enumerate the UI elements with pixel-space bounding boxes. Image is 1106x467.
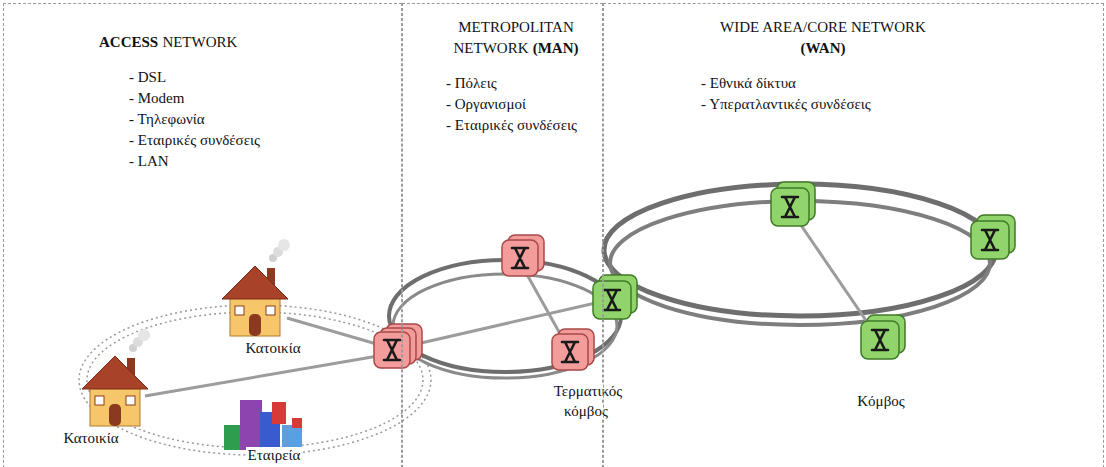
- man-ring: [393, 274, 617, 378]
- bullet-item: - Modem: [129, 88, 184, 108]
- element-caption: Κατοικία: [61, 430, 120, 446]
- element-label: Κατοικία: [223, 338, 323, 358]
- network-element: Εταιρεία: [224, 406, 324, 465]
- band-heading: WIDE AREA/CORE NETWORK (WAN): [688, 17, 958, 58]
- bullet-item: - DSL: [129, 67, 166, 87]
- man-ring: [389, 260, 621, 372]
- network-element: Κατοικία: [223, 256, 323, 358]
- bullet-item: - Εταιρικές συνδέσεις: [129, 130, 260, 150]
- band-heading: METROPOLITAN NETWORK(MAN): [436, 17, 596, 59]
- network-element: Κόμβος: [841, 363, 921, 411]
- bullet-item: - Τηλεφωνία: [129, 109, 205, 129]
- bullet-item: - Πόλεις: [446, 73, 497, 93]
- network-band: ACCESSNETWORK - DSL- Modem- Τηλεφωνία- Ετ…: [3, 3, 402, 467]
- link-lines: [145, 212, 878, 396]
- heading-text: (WAN): [688, 38, 958, 58]
- element-label: Κατοικία: [41, 428, 141, 448]
- house-icon: [222, 239, 290, 336]
- bullet-item: - Εταιρικές συνδέσεις: [446, 115, 577, 135]
- bullet-item: - Εθνικά δίκτυα: [701, 73, 796, 93]
- element-label: Εταιρεία: [224, 445, 324, 465]
- band-heading: ACCESSNETWORK: [99, 32, 339, 53]
- element-label: Κόμβος: [841, 391, 921, 411]
- heading-text: ACCESS: [99, 34, 158, 50]
- element-label: Τερματικός κόμβος: [541, 381, 633, 422]
- network-element: Τερματικός κόμβος: [541, 371, 633, 421]
- element-caption: Κατοικία: [243, 340, 302, 356]
- heading-text: (MAN): [533, 40, 579, 56]
- element-caption: Εταιρεία: [246, 447, 303, 463]
- bullet-item: - Οργανισμοί: [446, 94, 526, 114]
- wan-ring: [604, 184, 996, 316]
- switch-icon: [374, 182, 1015, 370]
- network-band: WIDE AREA/CORE NETWORK (WAN) - Εθνικά δίκτ…: [603, 3, 1104, 467]
- heading-text: WIDE AREA/CORE NETWORK: [720, 19, 926, 35]
- element-caption: Τερματικός κόμβος: [552, 383, 623, 419]
- element-caption: Κόμβος: [855, 393, 906, 409]
- bullet-item: - Υπερατλαντικές συνδέσεις: [701, 94, 871, 114]
- heading-text: NETWORK: [162, 34, 237, 50]
- network-band: METROPOLITAN NETWORK(MAN) - Πόλεις- Οργαν…: [402, 3, 603, 467]
- house-icon: [82, 329, 150, 426]
- network-element: Κατοικία: [41, 356, 141, 448]
- bullet-item: - LAN: [129, 151, 169, 171]
- company-building: [224, 400, 302, 450]
